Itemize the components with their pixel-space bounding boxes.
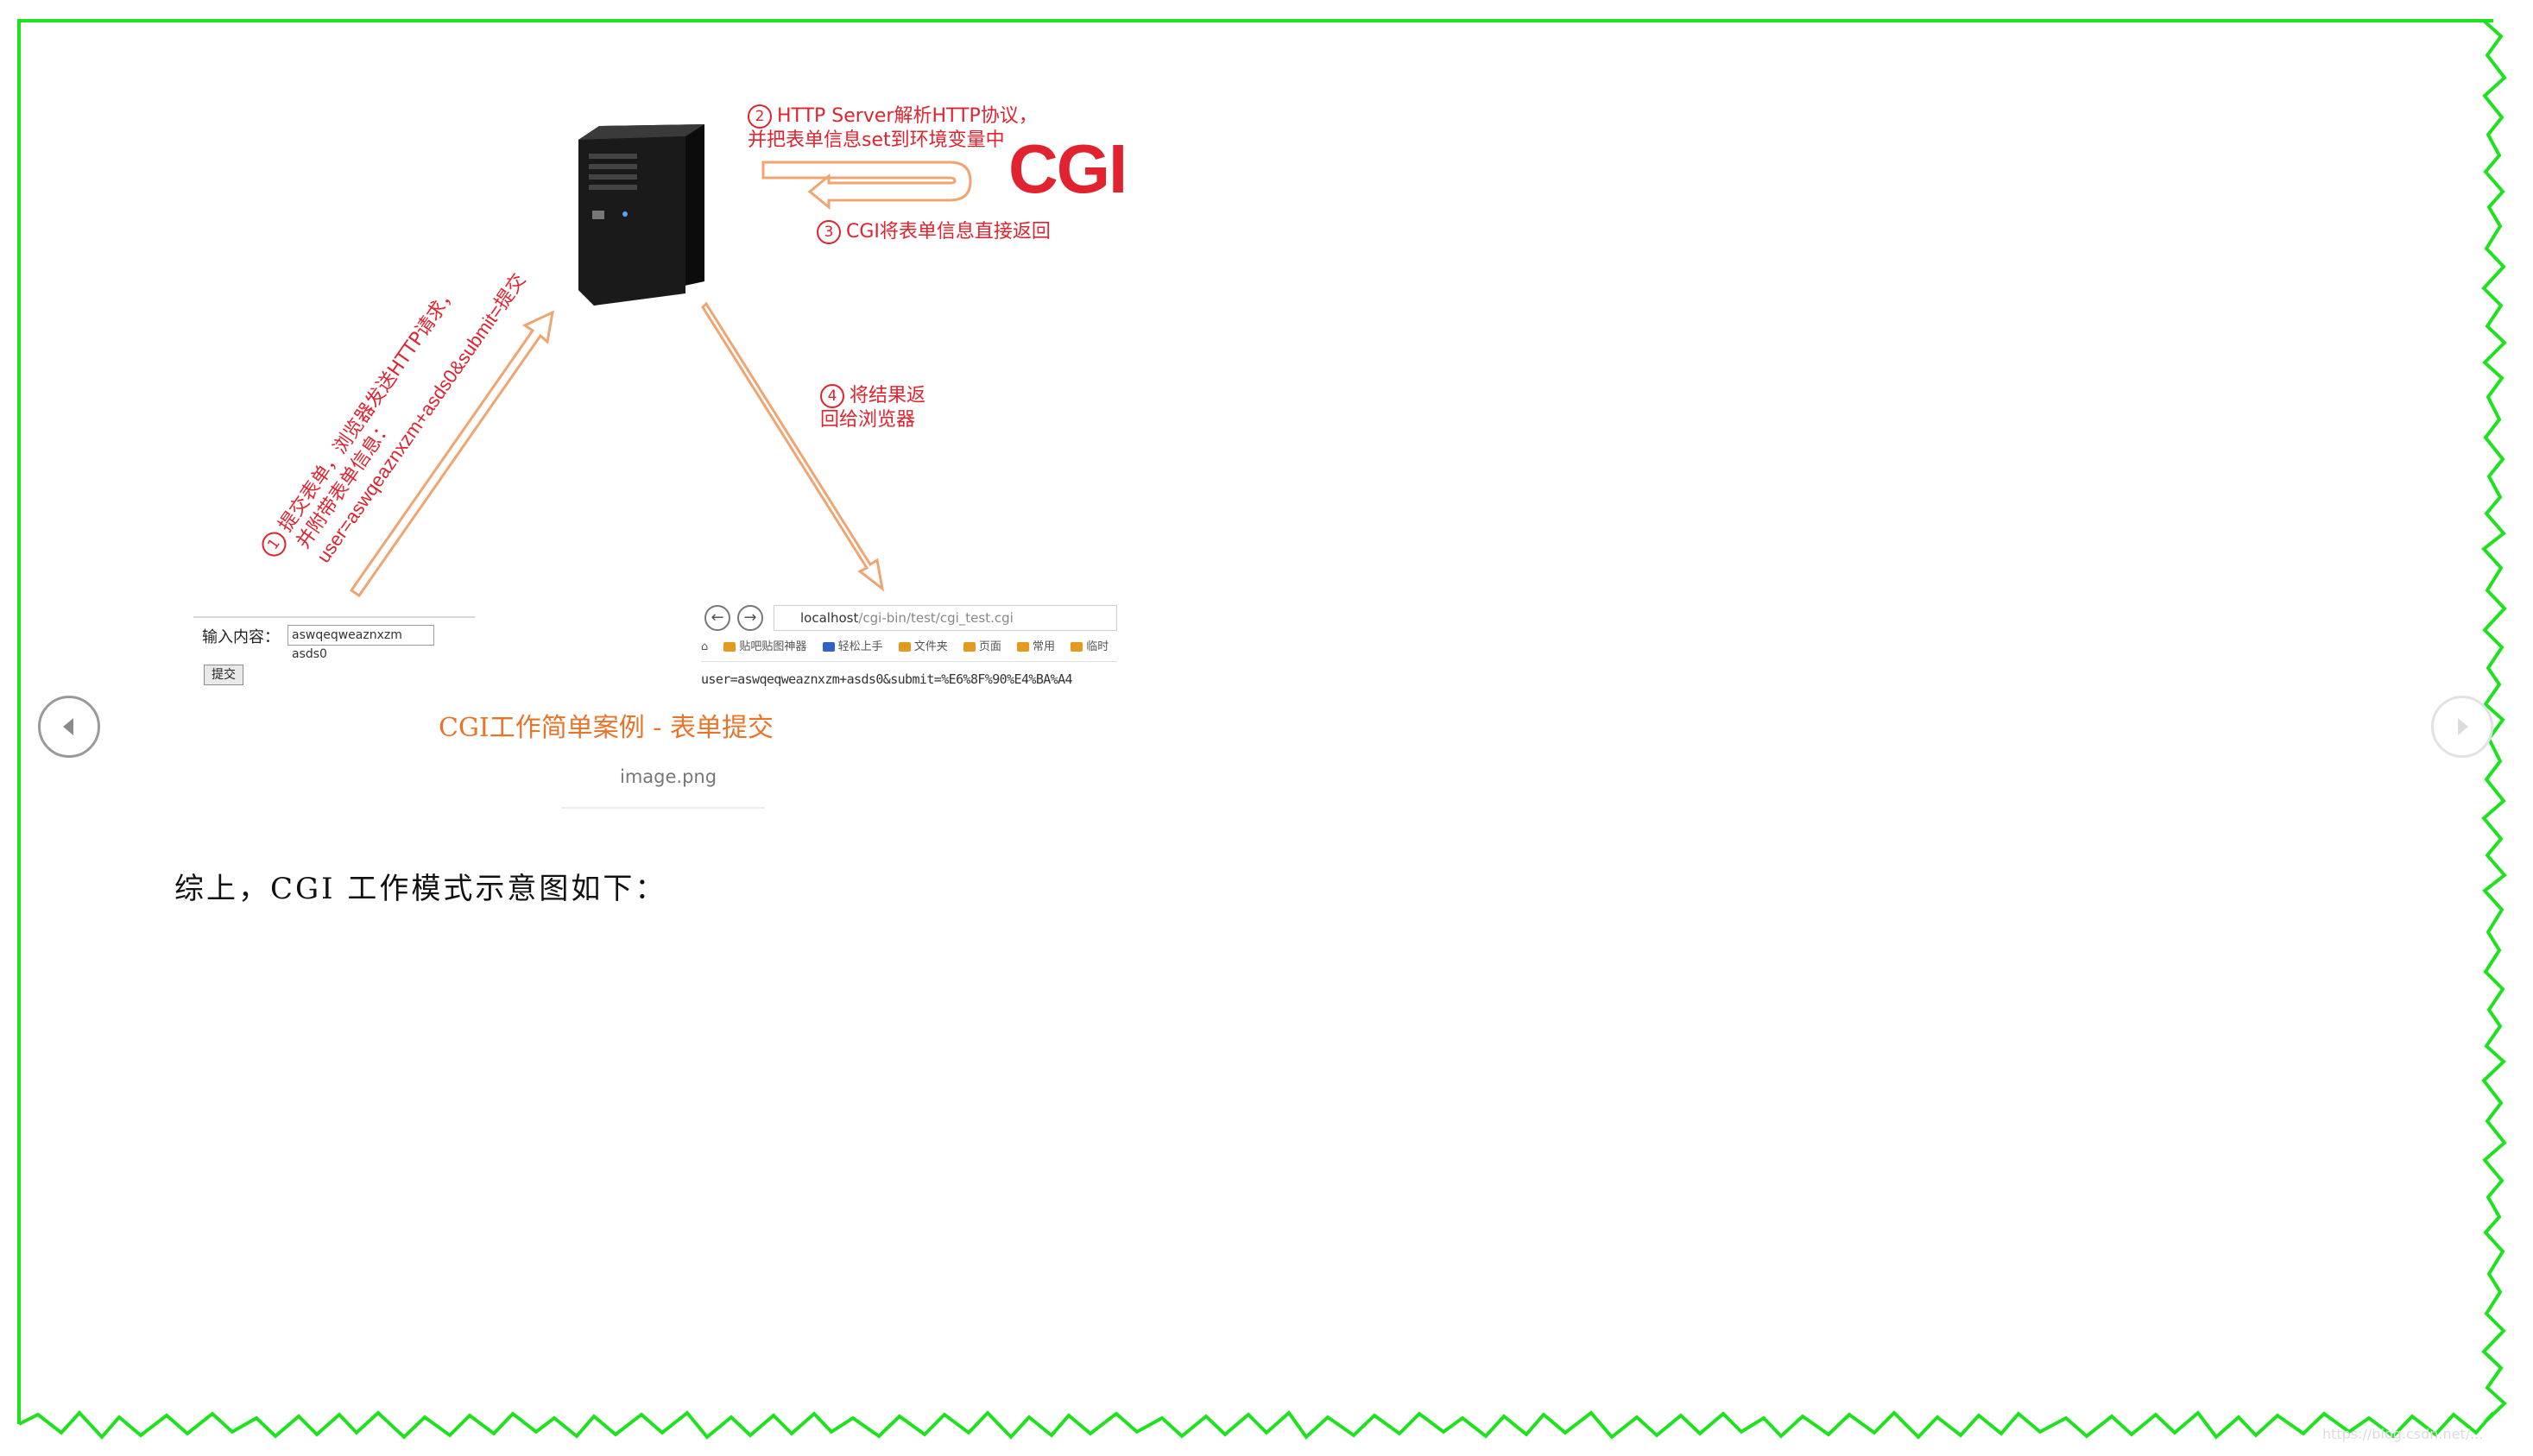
bookmark-item: 文件夹 <box>898 637 948 658</box>
chevron-right-icon <box>2458 718 2468 735</box>
prev-image-button[interactable] <box>38 696 100 758</box>
step4-annotation-line2: 回给浏览器 <box>820 409 916 431</box>
chevron-left-icon <box>63 718 73 735</box>
image-filename: image.png <box>620 766 717 787</box>
home-icon: ⌂ <box>701 640 709 653</box>
bookmark-item: 常用 <box>1017 637 1055 658</box>
browser-bookmarks-bar: ⌂ 贴吧贴图神器 轻松上手 文件夹 页面 常用 临时 <box>701 637 1117 658</box>
form-label: 输入内容： <box>202 628 280 646</box>
body-paragraph: 综上，CGI 工作模式示意图如下： <box>174 872 667 906</box>
bookmark-item: 临时 <box>1071 637 1109 658</box>
bookmark-item: 轻松上手 <box>822 637 883 658</box>
step2-annotation-line2: 并把表单信息set到环境变量中 <box>748 129 1005 151</box>
watermark: https://blog.csdn.net/... <box>2322 1426 2484 1442</box>
cgi-logo: CGI <box>1008 130 1128 207</box>
arrow-response <box>701 301 885 592</box>
arrow-submit <box>349 310 554 598</box>
diagram-caption: CGI工作简单案例 - 表单提交 <box>439 713 774 743</box>
browser-divider <box>701 661 1117 662</box>
arrow-return <box>761 161 972 211</box>
server-tower-icon <box>578 124 704 306</box>
flow-arrows <box>349 161 972 598</box>
browser-url-bar: localhost/cgi-bin/test/cgi_test.cgi <box>774 605 1117 631</box>
bookmark-item: 贴吧贴图神器 <box>723 637 806 658</box>
form-submit-button: 提交 <box>204 665 243 685</box>
browser-result-text: user=aswqeqweaznxzm+asds0&submit=%E6%8F%… <box>701 671 1073 687</box>
next-image-button[interactable] <box>2431 696 2493 758</box>
back-arrow-icon: ← <box>704 605 730 631</box>
form-divider <box>193 616 475 618</box>
bookmark-item: 页面 <box>963 637 1001 658</box>
forward-arrow-icon: → <box>737 605 763 631</box>
image-caption-rule <box>561 807 765 809</box>
form-input: aswqeqweaznxzm asds0 <box>287 625 434 661</box>
